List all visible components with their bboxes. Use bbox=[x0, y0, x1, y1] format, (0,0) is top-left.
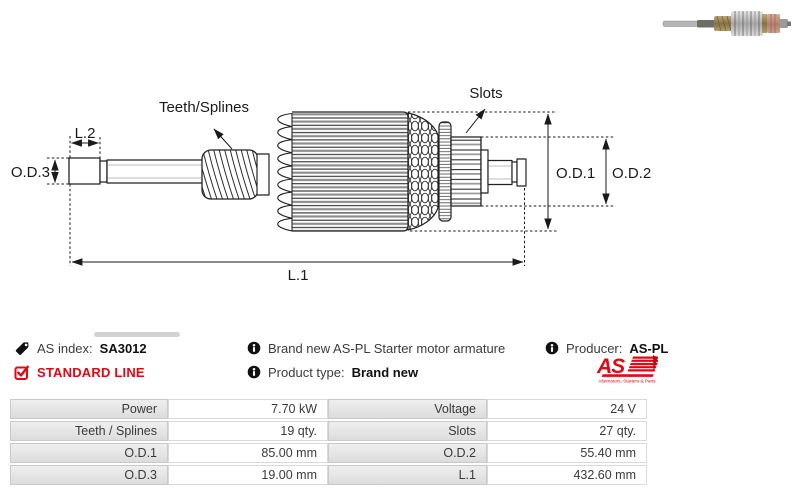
label-od1: O.D.1 bbox=[556, 165, 595, 182]
info-icon[interactable] bbox=[247, 341, 261, 355]
armature-drawing bbox=[68, 111, 527, 232]
label-od3: O.D.3 bbox=[11, 164, 50, 181]
producer-label: Producer: bbox=[566, 340, 623, 356]
end-ring bbox=[511, 161, 518, 183]
end-knob bbox=[516, 158, 527, 187]
product-type-item: Product type: Brand new bbox=[247, 364, 418, 380]
voltage-value: 24 V bbox=[487, 399, 647, 419]
dimension-lines bbox=[51, 108, 610, 266]
l1-label: L.1 bbox=[328, 465, 487, 485]
checkbox-checked-icon bbox=[14, 365, 29, 380]
collar bbox=[256, 153, 270, 196]
power-label: Power bbox=[10, 399, 168, 419]
standard-line-item: STANDARD LINE bbox=[14, 364, 145, 380]
description-item: Brand new AS-PL Starter motor armature bbox=[247, 340, 505, 356]
od1-value: 85.00 mm bbox=[168, 443, 328, 463]
logo-subtext: Alternators, Starters & Parts bbox=[598, 379, 656, 384]
tag-icon bbox=[15, 342, 29, 356]
horizontal-scrollbar-thumb[interactable] bbox=[94, 332, 180, 337]
power-value: 7.70 kW bbox=[168, 399, 328, 419]
teeth-pointer bbox=[213, 128, 233, 150]
spec-table: Power 7.70 kW Voltage 24 V Teeth / Splin… bbox=[10, 399, 647, 485]
product-description: Brand new AS-PL Starter motor armature bbox=[268, 340, 506, 356]
shaft-end-cap bbox=[68, 157, 101, 185]
as-index-label: AS index: bbox=[37, 340, 93, 356]
end-cylinder bbox=[487, 159, 513, 186]
commutator bbox=[450, 136, 482, 207]
winding-mesh bbox=[407, 112, 439, 231]
od1-label: O.D.1 bbox=[10, 443, 168, 463]
l1-value: 432.60 mm bbox=[487, 465, 647, 485]
teeth-splines-label: Teeth / Splines bbox=[10, 421, 168, 441]
slots-label: Slots bbox=[328, 421, 487, 441]
end-plate bbox=[480, 149, 489, 194]
core-scallops bbox=[277, 112, 293, 232]
label-slots: Slots bbox=[469, 85, 502, 102]
as-index-item: AS index: SA3012 bbox=[14, 340, 147, 356]
standard-line-label: STANDARD LINE bbox=[37, 364, 145, 380]
armature-technical-drawing: L.2 O.D.3 Teeth/Splines Slots O.D.1 O.D.… bbox=[11, 11, 791, 284]
label-l1: L.1 bbox=[288, 267, 309, 284]
winding-band bbox=[438, 121, 452, 222]
voltage-label: Voltage bbox=[328, 399, 487, 419]
od3-label: O.D.3 bbox=[10, 465, 168, 485]
product-type-label: Product type: bbox=[268, 364, 345, 380]
label-od2: O.D.2 bbox=[612, 165, 651, 182]
aspl-logo: AS Alternators, Starters & Parts bbox=[596, 354, 658, 384]
teeth-splines-value: 19 qty. bbox=[168, 421, 328, 441]
product-photo bbox=[662, 11, 791, 36]
od3-value: 19.00 mm bbox=[168, 465, 328, 485]
product-type-value: Brand new bbox=[351, 364, 419, 380]
shaft-ring bbox=[99, 160, 108, 183]
od2-label: O.D.2 bbox=[328, 443, 487, 463]
slots-value: 27 qty. bbox=[487, 421, 647, 441]
label-teeth-splines: Teeth/Splines bbox=[159, 99, 249, 116]
info-icon[interactable] bbox=[545, 341, 559, 355]
slots-pointer bbox=[465, 108, 486, 134]
lamination-core bbox=[292, 112, 408, 231]
info-icon[interactable] bbox=[247, 365, 261, 379]
producer-value: AS-PL bbox=[629, 340, 669, 356]
od2-value: 55.40 mm bbox=[487, 443, 647, 463]
as-index-value: SA3012 bbox=[99, 340, 147, 356]
shaft bbox=[106, 159, 204, 184]
label-l2: L.2 bbox=[75, 125, 96, 142]
producer-item: Producer: AS-PL bbox=[545, 340, 668, 356]
logo-text: AS bbox=[596, 355, 625, 378]
